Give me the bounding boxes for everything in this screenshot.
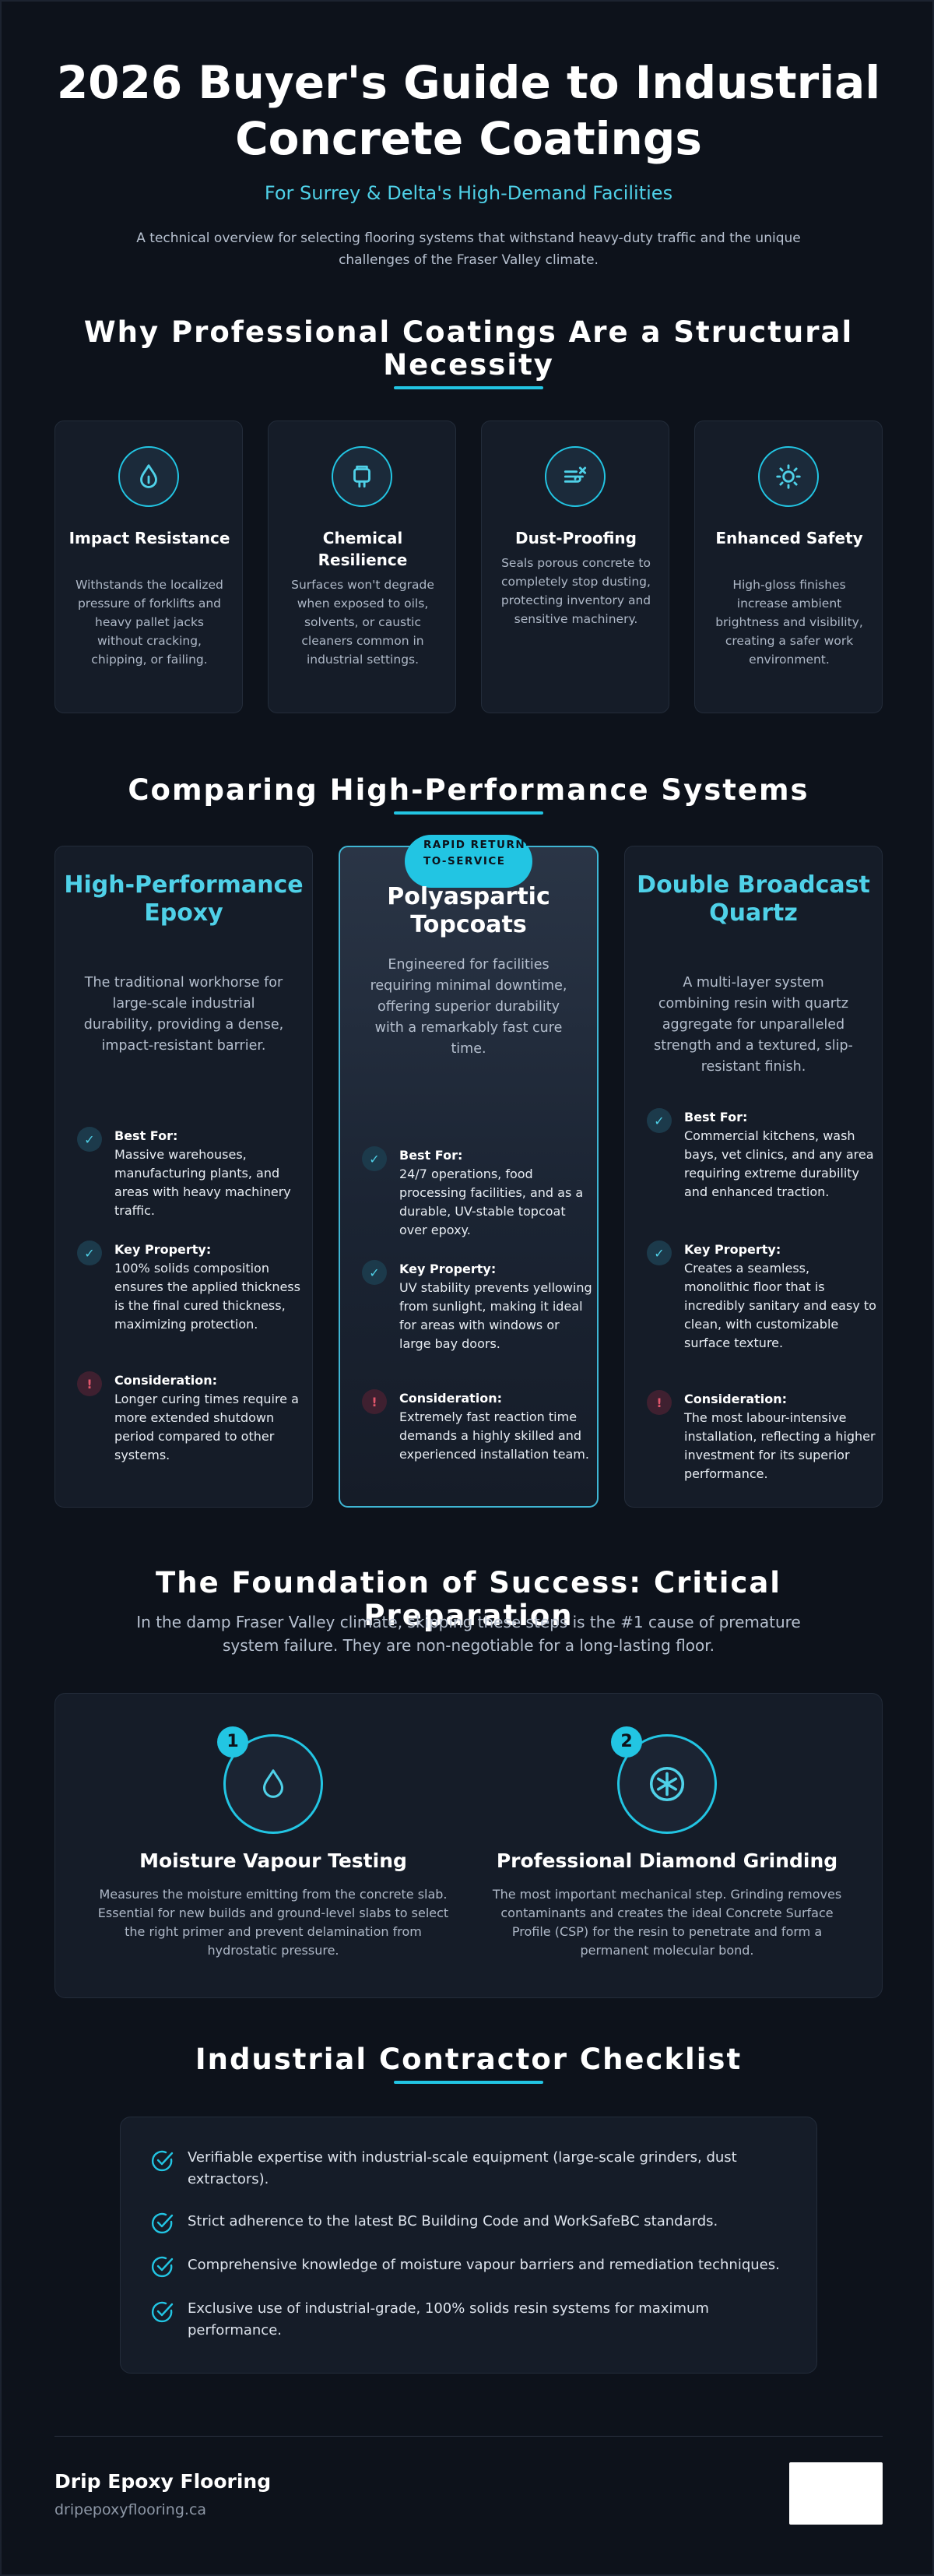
feature-card-safety: Enhanced Safety High-gloss finishes incr… bbox=[694, 421, 883, 713]
system-title: Double Broadcast Quartz bbox=[637, 871, 870, 927]
step-number-badge: 2 bbox=[611, 1726, 642, 1758]
rapid-return-badge: RAPID RETURN-TO-SERVICE bbox=[405, 835, 532, 888]
feature-text: Surfaces won't degrade when exposed to o… bbox=[291, 578, 434, 667]
key-property-label: Key Property: bbox=[399, 1262, 497, 1276]
key-property-text: Creates a seamless, monolithic floor tha… bbox=[684, 1261, 876, 1350]
foundation-section-title: The Foundation of Success: Critical Prep… bbox=[155, 1566, 781, 1632]
system-title: Polyaspartic Topcoats bbox=[387, 883, 550, 938]
system-description: A multi-layer system combining resin wit… bbox=[654, 975, 853, 1075]
check-icon: ✓ bbox=[77, 1127, 102, 1152]
feature-text: High-gloss finishes increase ambient bri… bbox=[715, 578, 863, 667]
consideration-label: Consideration: bbox=[114, 1373, 218, 1388]
checklist-section-title: Industrial Contractor Checklist bbox=[195, 2043, 743, 2076]
wind-icon bbox=[545, 446, 606, 507]
consideration-label: Consideration: bbox=[684, 1392, 788, 1406]
system-description: The traditional workhorse for large-scal… bbox=[83, 975, 284, 1054]
consideration-text: The most labour-intensive installation, … bbox=[684, 1410, 876, 1481]
check-circle-icon bbox=[152, 2301, 174, 2323]
systems-title-underline bbox=[394, 811, 543, 815]
page-title: 2026 Buyer's Guide to Industrial Concret… bbox=[56, 56, 881, 165]
why-title-underline bbox=[394, 386, 543, 389]
footer-website-link[interactable]: dripepoxyflooring.ca bbox=[54, 2501, 207, 2518]
check-icon: ✓ bbox=[647, 1108, 672, 1133]
check-icon: ✓ bbox=[77, 1240, 102, 1265]
checklist-panel: Verifiable expertise with industrial-sca… bbox=[120, 2117, 817, 2374]
key-property-label: Key Property: bbox=[114, 1242, 212, 1257]
droplet-icon bbox=[118, 446, 179, 507]
key-property-label: Key Property: bbox=[684, 1242, 781, 1257]
step-text: Measures the moisture emitting from the … bbox=[97, 1887, 449, 1958]
feature-title: Dust-Proofing bbox=[515, 529, 637, 547]
alert-icon: ! bbox=[362, 1389, 387, 1414]
best-for-label: Best For: bbox=[399, 1148, 463, 1163]
best-for-label: Best For: bbox=[114, 1128, 178, 1143]
systems-section-title: Comparing High-Performance Systems bbox=[128, 773, 809, 807]
system-card-polyaspartic: RAPID RETURN-TO-SERVICE Polyaspartic Top… bbox=[339, 835, 599, 1508]
step-number-badge: 1 bbox=[217, 1726, 248, 1758]
checklist-text: Strict adherence to the latest BC Buildi… bbox=[188, 2213, 718, 2229]
flask-icon bbox=[332, 446, 392, 507]
consideration-label: Consideration: bbox=[399, 1391, 503, 1406]
page-subtitle: For Surrey & Delta's High-Demand Facilit… bbox=[264, 182, 673, 204]
feature-title: Chemical Resilience bbox=[318, 529, 408, 569]
system-card-quartz: Double Broadcast Quartz A multi-layer sy… bbox=[624, 846, 883, 1508]
step-title: Moisture Vapour Testing bbox=[139, 1849, 407, 1872]
key-property-text: UV stability prevents yellowing from sun… bbox=[399, 1280, 592, 1351]
feature-text: Withstands the localized pressure of for… bbox=[75, 578, 223, 667]
page-description: A technical overview for selecting floor… bbox=[136, 231, 801, 268]
step-title: Professional Diamond Grinding bbox=[496, 1849, 838, 1872]
best-for-text: Commercial kitchens, wash bays, vet clin… bbox=[684, 1128, 874, 1199]
checklist-text: Comprehensive knowledge of moisture vapo… bbox=[188, 2257, 780, 2273]
foundation-description: In the damp Fraser Valley climate, skipp… bbox=[136, 1613, 801, 1655]
checklist-text: Verifiable expertise with industrial-sca… bbox=[188, 2149, 737, 2187]
sun-icon bbox=[758, 446, 819, 507]
why-section-title: Why Professional Coatings Are a Structur… bbox=[83, 315, 854, 382]
check-circle-icon bbox=[152, 2150, 174, 2172]
step-text: The most important mechanical step. Grin… bbox=[492, 1887, 842, 1958]
feature-title: Enhanced Safety bbox=[715, 529, 863, 547]
best-for-text: 24/7 operations, food processing facilit… bbox=[399, 1167, 584, 1237]
check-circle-icon bbox=[152, 2256, 174, 2278]
feature-card-dust: Dust-Proofing Seals porous concrete to c… bbox=[481, 421, 669, 713]
feature-text: Seals porous concrete to completely stop… bbox=[500, 556, 651, 626]
check-icon: ✓ bbox=[362, 1260, 387, 1285]
footer-brand-name: Drip Epoxy Flooring bbox=[54, 2470, 272, 2493]
feature-card-chemical: Chemical Resilience Surfaces won't degra… bbox=[268, 421, 456, 713]
system-card-epoxy: High-Performance Epoxy The traditional w… bbox=[54, 846, 313, 1508]
consideration-text: Extremely fast reaction time demands a h… bbox=[399, 1409, 589, 1462]
best-for-text: Massive warehouses, manufacturing plants… bbox=[114, 1147, 291, 1218]
key-property-text: 100% solids composition ensures the appl… bbox=[114, 1261, 300, 1332]
check-icon: ✓ bbox=[647, 1240, 672, 1265]
footer-divider bbox=[54, 2436, 883, 2437]
checklist-title-underline bbox=[394, 2081, 543, 2084]
feature-card-impact: Impact Resistance Withstands the localiz… bbox=[54, 421, 243, 713]
best-for-label: Best For: bbox=[684, 1110, 748, 1124]
check-icon: ✓ bbox=[362, 1146, 387, 1171]
system-title: High-Performance Epoxy bbox=[64, 871, 304, 927]
alert-icon: ! bbox=[647, 1390, 672, 1415]
footer-logo-placeholder bbox=[789, 2462, 883, 2525]
consideration-text: Longer curing times require a more exten… bbox=[114, 1392, 299, 1462]
checklist-text: Exclusive use of industrial-grade, 100% … bbox=[188, 2300, 709, 2338]
check-circle-icon bbox=[152, 2212, 174, 2234]
preparation-panel: 1 Moisture Vapour Testing Measures the m… bbox=[54, 1693, 883, 1998]
feature-title: Impact Resistance bbox=[68, 529, 230, 547]
alert-icon: ! bbox=[77, 1371, 102, 1396]
system-description: Engineered for facilities requiring mini… bbox=[370, 957, 567, 1057]
